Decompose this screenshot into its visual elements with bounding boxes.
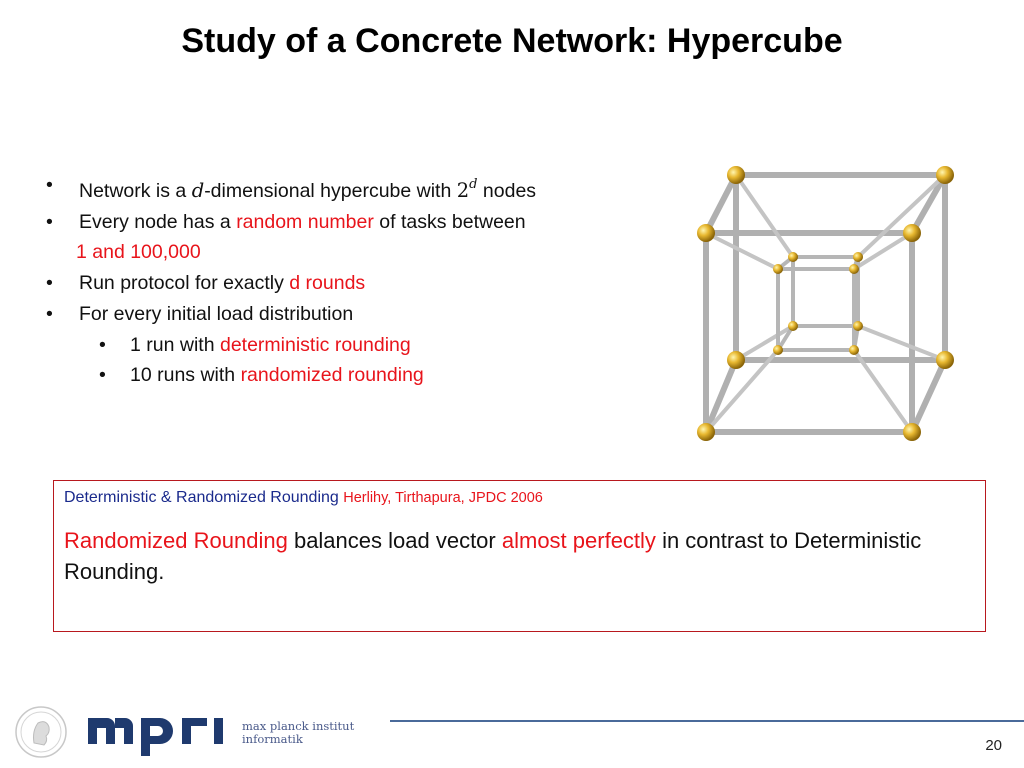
bullet-text: nodes [482, 180, 537, 202]
highlight-text: almost perfectly [501, 528, 656, 553]
bullet-text: -dimensional hypercube with [204, 180, 452, 202]
institute-name: max planck institut informatik [242, 720, 354, 746]
math-variable: d [191, 179, 205, 202]
reference-body: Randomized Rounding balances load vector… [64, 525, 964, 587]
reference-citation: Herlihy, Tirthapura, JPDC 2006 [343, 490, 543, 506]
bullet-marker: • [46, 174, 53, 196]
bullet-item: • Every node has a random number of task… [46, 207, 656, 238]
reference-heading: Deterministic & Randomized Rounding Herl… [64, 489, 543, 507]
bullet-text: For every initial load distribution [79, 302, 354, 325]
math-base: 2 [456, 179, 470, 202]
hypercube-nodes [697, 166, 954, 441]
highlight-text: deterministic rounding [219, 333, 411, 356]
inner-cube-edges [776, 255, 860, 352]
bullet-text: 10 runs with [130, 364, 236, 387]
bullet-text: of tasks between [379, 210, 526, 233]
bullet-item: • Network is a d-dimensional hypercube w… [46, 170, 656, 207]
bullet-marker: • [46, 210, 53, 233]
bullet-text: Network is a [79, 180, 187, 202]
sub-bullet-item: • 10 runs with randomized rounding [46, 360, 656, 391]
bullet-item: • For every initial load distribution [46, 299, 656, 330]
bullet-continuation: 1 and 100,000 [76, 241, 201, 264]
bullet-text: Every node has a [79, 210, 231, 233]
highlight-text: d rounds [289, 272, 366, 295]
highlight-text: random number [236, 210, 374, 233]
reference-title: Deterministic & Randomized Rounding [64, 489, 339, 506]
bullet-marker: • [99, 333, 106, 356]
institute-name-line: informatik [242, 732, 303, 746]
bullet-list: • Network is a d-dimensional hypercube w… [46, 170, 656, 391]
highlight-text: randomized rounding [240, 364, 424, 387]
hypercube-illustration [697, 166, 954, 441]
footer-rule [390, 720, 1024, 722]
bullet-text: Run protocol for exactly [79, 272, 284, 295]
slide-title: Study of a Concrete Network: Hypercube [181, 22, 843, 60]
reference-box: Deterministic & Randomized Rounding Herl… [53, 480, 986, 632]
bullet-item: • Run protocol for exactly d rounds [46, 268, 656, 299]
bullet-marker: • [99, 364, 106, 387]
bullet-marker: • [46, 272, 53, 295]
bullet-text: 1 run with [130, 333, 215, 356]
connecting-edges [704, 173, 947, 434]
body-text: balances load vector [293, 528, 496, 553]
highlight-text: Randomized Rounding [64, 528, 288, 553]
bullet-marker: • [46, 302, 53, 325]
mpi-logo [88, 718, 223, 756]
mpg-seal-logo [15, 706, 67, 758]
page-number: 20 [985, 737, 1002, 754]
math-exponent: d [469, 177, 478, 192]
sub-bullet-item: • 1 run with deterministic rounding [46, 330, 656, 361]
body-text: in contrast to Deterministic Rounding. [64, 528, 922, 584]
institute-name-line: max planck institut [242, 719, 355, 733]
